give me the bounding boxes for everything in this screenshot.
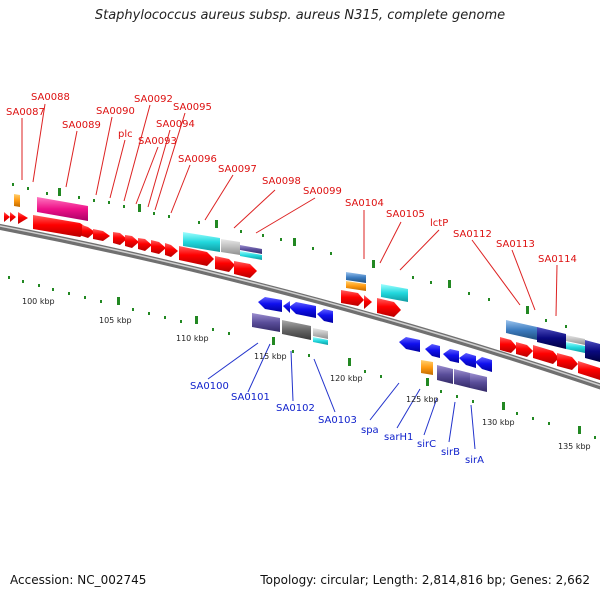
gene-label: SA0114 <box>538 254 577 265</box>
gene-label: SA0089 <box>62 120 101 131</box>
cds-arrow <box>179 246 214 266</box>
cds-arrow <box>341 290 364 306</box>
gene-label: SA0093 <box>138 136 177 147</box>
cds-arrow <box>258 297 282 312</box>
position-ticks: 100 kbp 105 kbp 110 kbp 115 kbp 120 kbp … <box>22 297 591 451</box>
gene-label: SA0092 <box>134 94 173 105</box>
cds-arrow <box>557 353 578 370</box>
gene-label: SA0097 <box>218 164 257 175</box>
genome-title: Staphylococcus aureus subsp. aureus N315… <box>94 8 506 23</box>
cds-arrow <box>82 225 95 238</box>
cds-arrow <box>317 309 333 323</box>
cds-arrow <box>33 215 90 237</box>
cds-arrow <box>151 240 166 254</box>
gene-label: plc <box>118 129 133 140</box>
tick-label: 105 kbp <box>99 316 132 325</box>
cds-arrow <box>516 342 533 357</box>
gene-label: SA0094 <box>156 119 195 130</box>
gene-label: SA0104 <box>345 198 384 209</box>
gene-label: sirC <box>417 439 436 450</box>
cds-arrow <box>377 298 401 317</box>
cds-arrow <box>443 349 459 363</box>
reverse-features <box>252 313 487 392</box>
cds-arrow <box>215 256 235 272</box>
gene-label: SA0090 <box>96 106 135 117</box>
gene-label: SA0105 <box>386 209 425 220</box>
cds-arrow <box>165 243 178 257</box>
cds-arrow <box>500 337 517 353</box>
gene-label: SA0098 <box>262 176 301 187</box>
gene-label: sirB <box>441 447 460 458</box>
forward-gene-labels: SA0087 SA0088 SA0089 SA0090 plc SA0092 S… <box>6 92 577 265</box>
cds-arrow <box>138 238 152 251</box>
genome-backbone <box>0 223 600 390</box>
cds-arrow <box>125 235 139 248</box>
accession-label: Accession: NC_002745 <box>10 573 147 587</box>
cds-arrow <box>18 212 28 224</box>
cds-arrow <box>459 353 476 368</box>
gene-label: SA0095 <box>173 102 212 113</box>
tick-label: 100 kbp <box>22 297 55 306</box>
tick-label: 130 kbp <box>482 418 515 427</box>
cds-arrow <box>93 229 110 241</box>
gene-label: SA0112 <box>453 229 492 240</box>
gene-label: SA0099 <box>303 186 342 197</box>
tick-label: 135 kbp <box>558 442 591 451</box>
gene-label: SA0100 <box>190 381 229 392</box>
gene-label: SA0103 <box>318 415 357 426</box>
cds-arrow <box>10 212 16 222</box>
reverse-genes[interactable] <box>258 297 492 372</box>
cds-arrow <box>364 295 372 309</box>
tick-label: 110 kbp <box>176 334 209 343</box>
genome-summary: Topology: circular; Length: 2,814,816 bp… <box>260 573 590 587</box>
cds-arrow <box>283 301 290 313</box>
forward-genes[interactable] <box>4 212 600 380</box>
gene-label: SA0088 <box>31 92 70 103</box>
gene-label: sirA <box>465 455 484 466</box>
gene-label: SA0102 <box>276 403 315 414</box>
cds-arrow <box>113 232 127 245</box>
gene-label: lctP <box>430 218 448 229</box>
cds-arrow <box>425 344 440 358</box>
reverse-gene-labels: SA0100 SA0101 SA0102 SA0103 spa sarH1 si… <box>190 381 484 466</box>
gc-skew-track <box>8 183 596 439</box>
tick-label: 120 kbp <box>330 374 363 383</box>
cds-arrow <box>399 337 420 352</box>
gene-label: SA0096 <box>178 154 217 165</box>
cds-arrow <box>4 212 10 222</box>
forward-leader-lines <box>21 103 558 317</box>
gene-label: SA0101 <box>231 392 270 403</box>
cds-arrow <box>475 357 492 372</box>
tick-label: 115 kbp <box>254 352 287 361</box>
cds-arrow <box>234 261 257 278</box>
gene-label: SA0113 <box>496 239 535 250</box>
cds-arrow <box>289 302 316 318</box>
forward-features <box>14 194 600 362</box>
cds-arrow <box>533 345 559 364</box>
tick-label: 125 kbp <box>406 395 439 404</box>
gene-label: SA0087 <box>6 107 45 118</box>
gene-label: spa <box>361 425 379 436</box>
cds-arrow <box>578 361 600 380</box>
reverse-leader-lines <box>207 342 476 450</box>
gene-label: sarH1 <box>384 432 413 443</box>
